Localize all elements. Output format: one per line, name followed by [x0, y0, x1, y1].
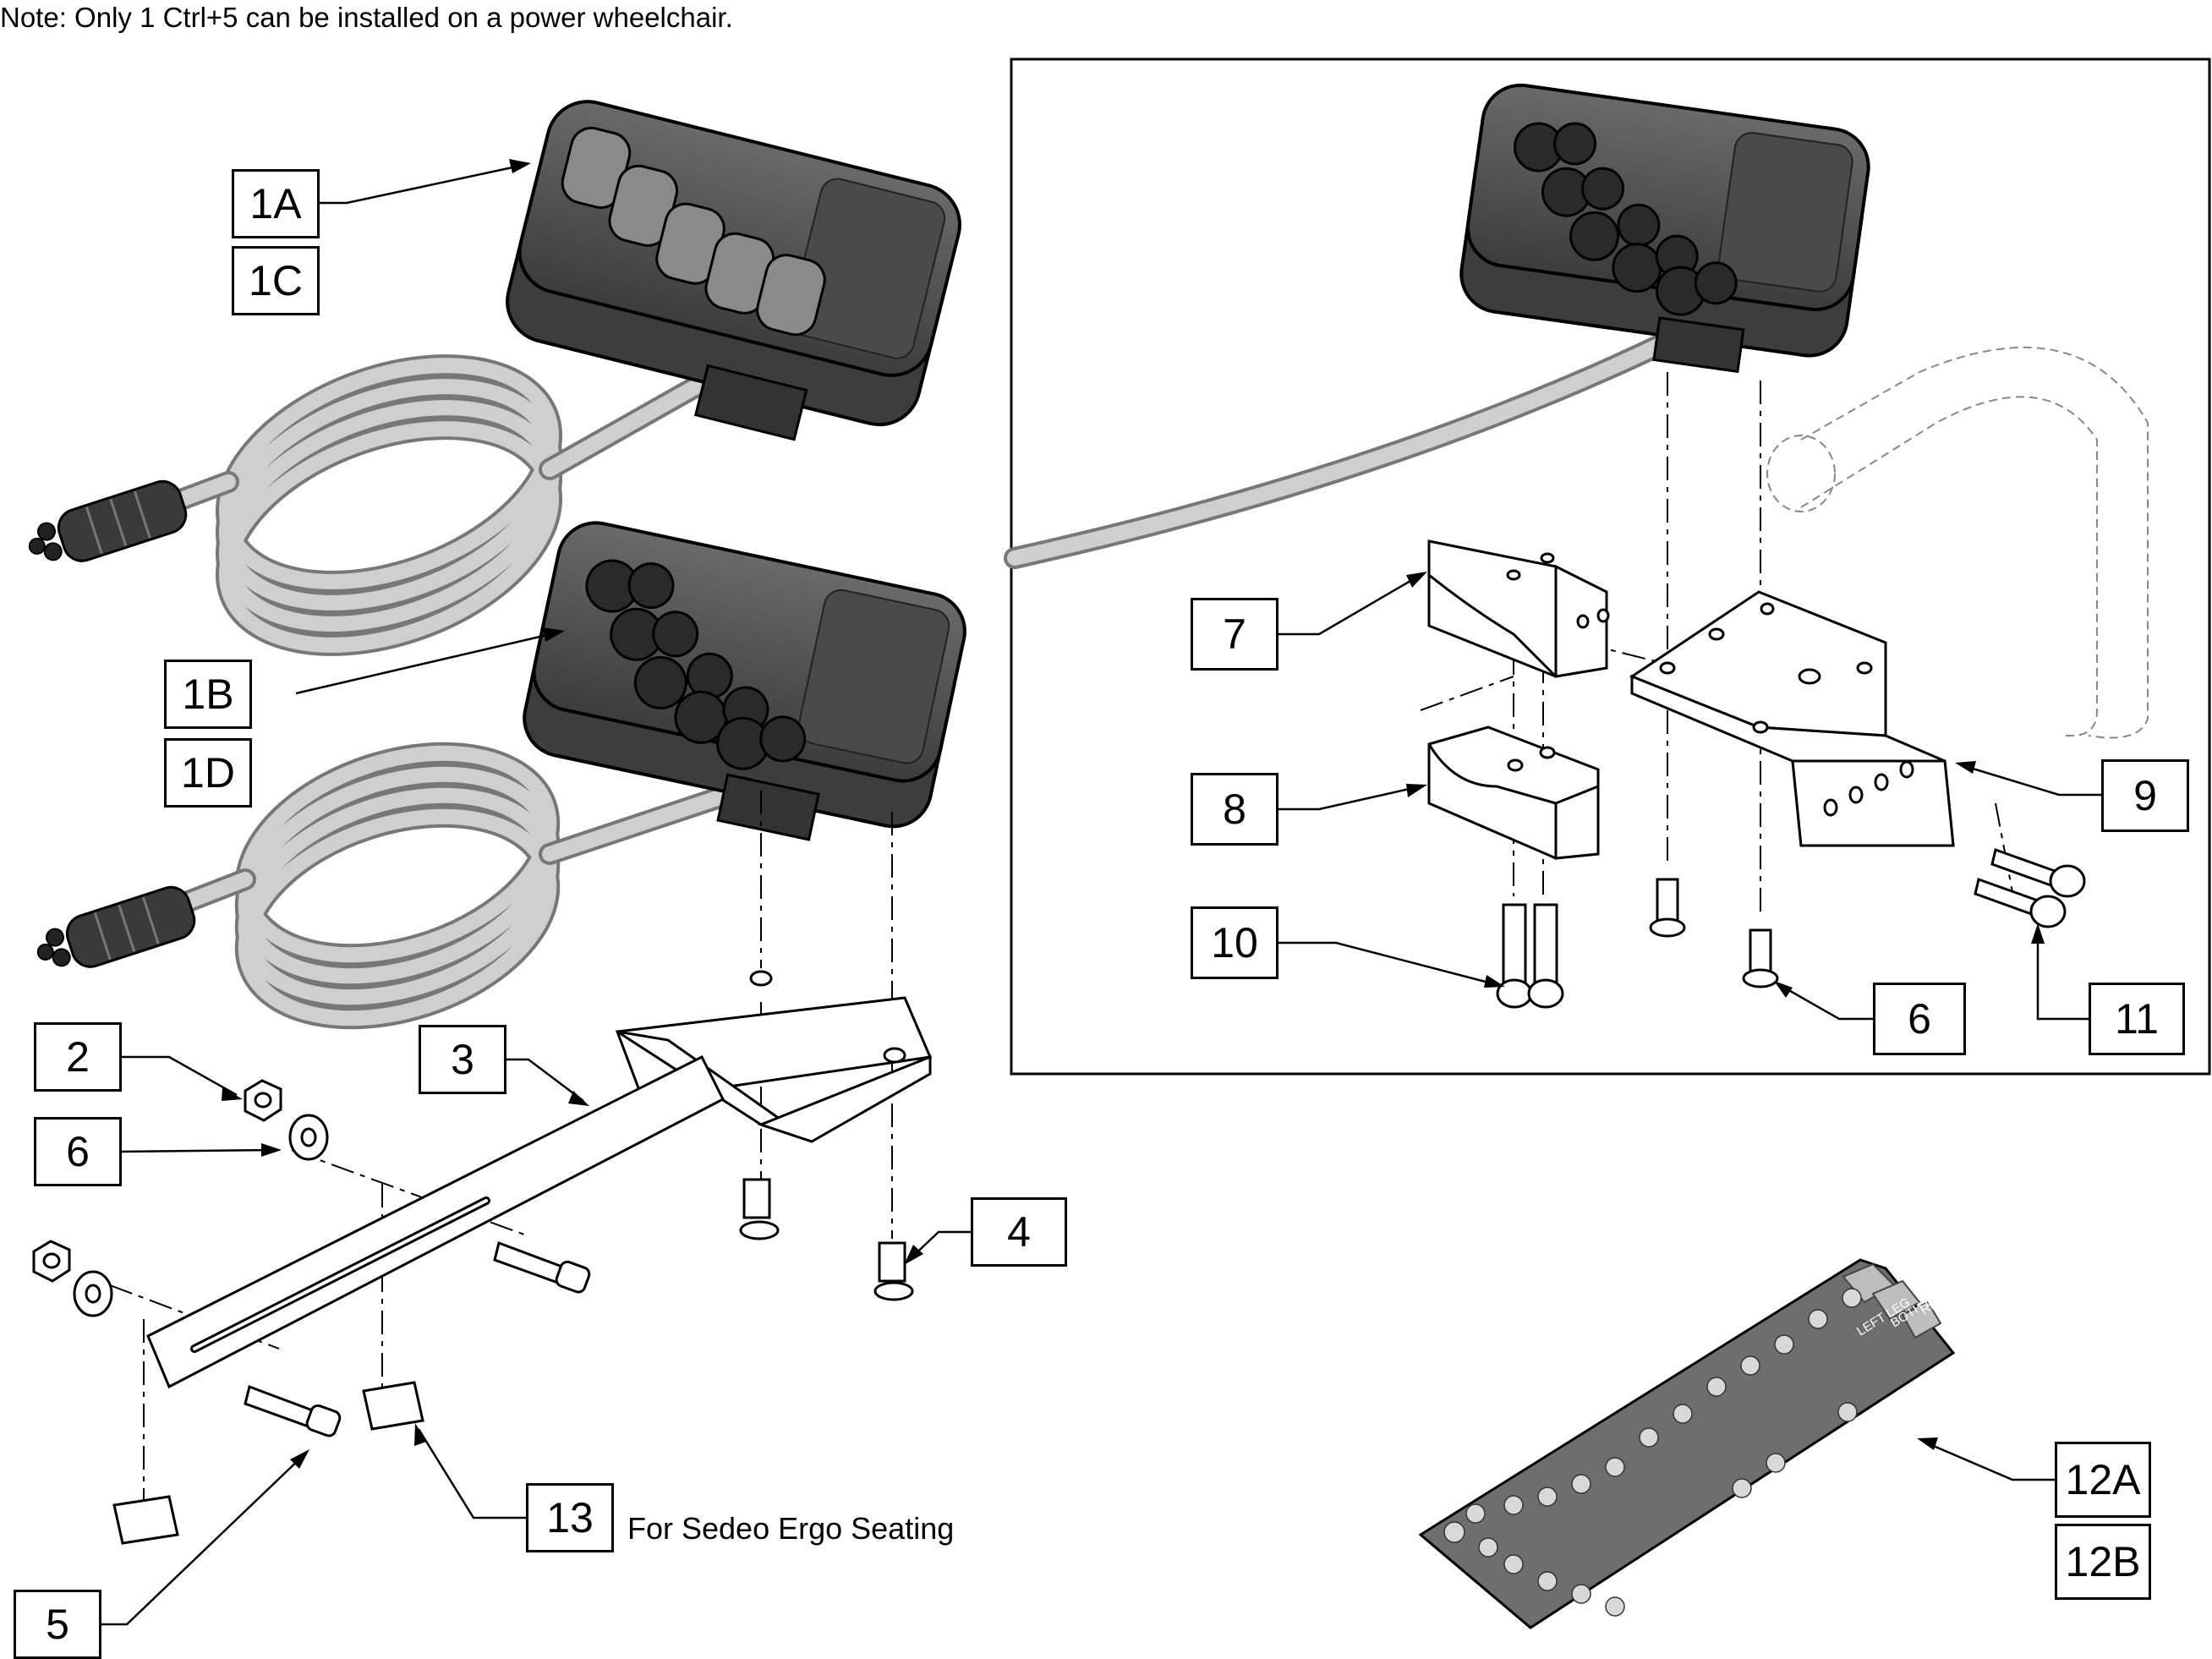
callout-4: 4	[971, 1197, 1067, 1267]
leader-arrowheads	[222, 159, 2045, 1469]
callout-6-right: 6	[1873, 983, 1966, 1055]
callout-13: 13	[526, 1483, 614, 1552]
installation-note: Note: Only 1 Ctrl+5 can be installed on …	[0, 2, 733, 33]
callout-10: 10	[1191, 906, 1278, 979]
controller-1a-1c	[28, 100, 961, 656]
callout-2: 2	[34, 1022, 122, 1092]
callout-1b: 1B	[164, 660, 252, 729]
callout-8: 8	[1191, 773, 1278, 846]
callout-1d: 1D	[164, 738, 252, 808]
callout-1a: 1A	[232, 169, 320, 238]
callout-9: 9	[2101, 759, 2189, 832]
callout-12a: 12A	[2055, 1442, 2151, 1518]
callout-1c: 1C	[232, 246, 320, 315]
callout-6-left: 6	[34, 1117, 122, 1186]
callout-11: 11	[2089, 983, 2185, 1055]
mounting-bracket-3	[146, 970, 933, 1389]
callout-7: 7	[1191, 598, 1278, 671]
callout-5: 5	[14, 1590, 101, 1659]
callout-3: 3	[419, 1025, 506, 1094]
label-sheet: LEFT LEG BOTH LEGS RIGHT LEG	[1418, 1258, 1983, 1629]
caption-sedeo-ergo: For Sedeo Ergo Seating	[627, 1511, 955, 1546]
leader-lines	[101, 163, 2101, 1626]
detail-assembly	[1004, 83, 2149, 1009]
hardware-left	[32, 1079, 914, 1545]
callout-12b: 12B	[2055, 1524, 2151, 1600]
controller-1b-1d	[36, 521, 966, 1030]
